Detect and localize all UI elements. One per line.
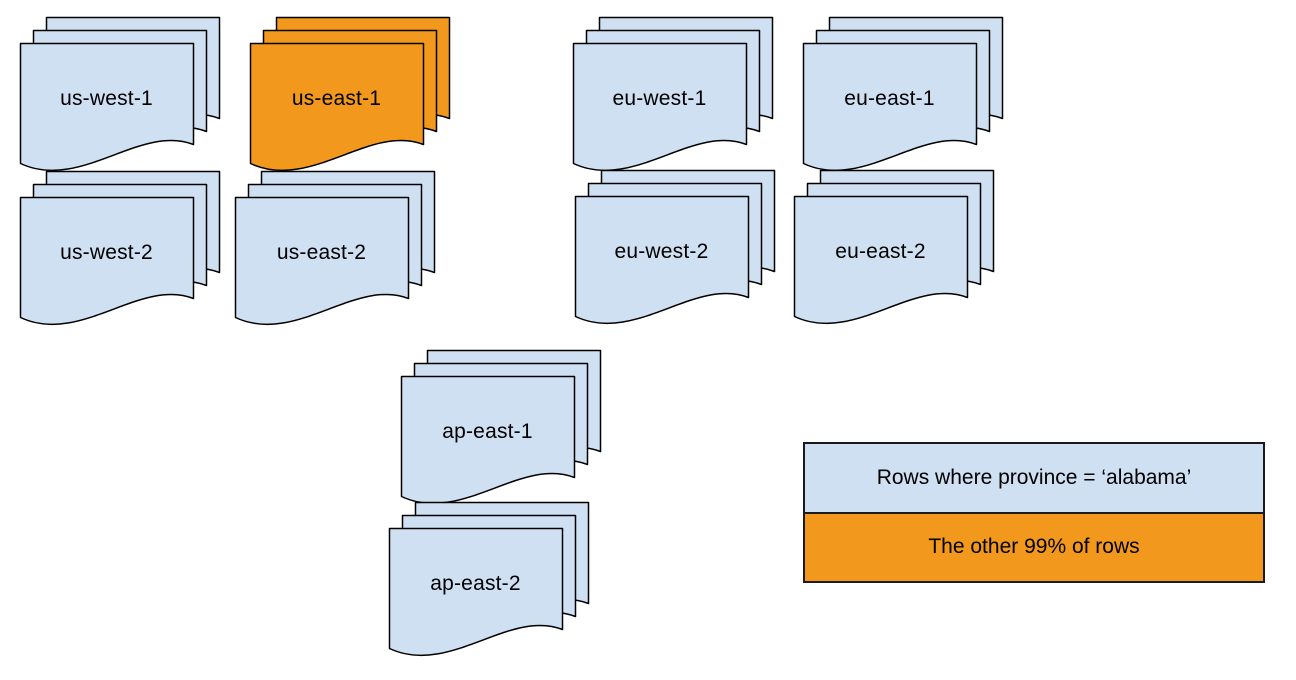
document-stack-icon <box>249 16 451 172</box>
legend-row-other-rows: The other 99% of rows <box>805 511 1263 581</box>
region-stack-ap-east-1: ap-east-1 <box>400 349 602 511</box>
legend-row-alabama-rows: Rows where province = ‘alabama’ <box>805 444 1263 512</box>
document-stack-icon <box>400 349 602 505</box>
document-stack-icon <box>234 170 436 326</box>
legend-label: Rows where province = ‘alabama’ <box>876 465 1192 489</box>
legend-label: The other 99% of rows <box>928 535 1140 559</box>
legend: Rows where province = ‘alabama’ The othe… <box>803 442 1265 583</box>
region-stack-ap-east-2: ap-east-2 <box>388 501 590 663</box>
region-stack-us-west-2: us-west-2 <box>19 170 221 332</box>
region-stack-us-west-1: us-west-1 <box>19 16 221 178</box>
document-stack-icon <box>19 170 221 326</box>
document-stack-icon <box>19 16 221 172</box>
document-stack-icon <box>388 501 590 657</box>
region-stack-eu-west-1: eu-west-1 <box>572 16 774 178</box>
document-stack-icon <box>574 169 776 325</box>
document-stack-icon <box>572 16 774 172</box>
region-stack-us-east-2: us-east-2 <box>234 170 436 332</box>
region-stack-eu-east-2: eu-east-2 <box>793 169 995 331</box>
document-stack-icon <box>802 16 1004 172</box>
region-stack-eu-east-1: eu-east-1 <box>802 16 1004 178</box>
region-stack-us-east-1: us-east-1 <box>249 16 451 178</box>
region-stack-eu-west-2: eu-west-2 <box>574 169 776 331</box>
document-stack-icon <box>793 169 995 325</box>
